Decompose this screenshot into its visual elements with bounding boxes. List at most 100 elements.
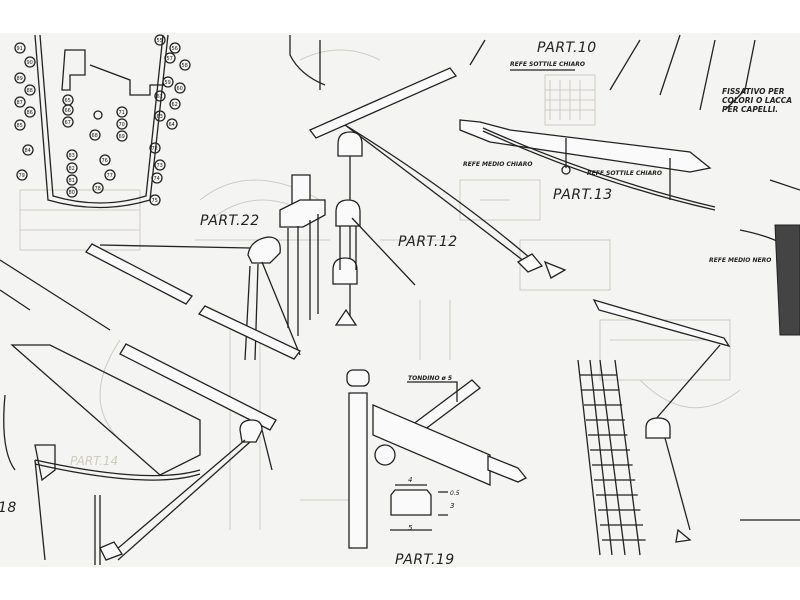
fissativo-line-3: PER CAPELLI. <box>722 105 778 114</box>
callout-number: 83 <box>69 153 75 159</box>
dim-height: 3 <box>450 502 454 510</box>
callout-bubble <box>14 42 26 54</box>
callout-bubble <box>116 130 128 142</box>
callout-bubble <box>24 56 36 68</box>
callout-number: 60 <box>177 86 183 92</box>
callout-number: 56 <box>172 46 178 52</box>
callout-number: 55 <box>157 38 163 44</box>
callout-number: 78 <box>95 186 101 192</box>
callout-number: 62 <box>172 102 178 108</box>
callout-bubble <box>24 84 36 96</box>
faint-background-drawings: PART.14 <box>19 49 741 530</box>
callout-number: 67 <box>65 120 71 126</box>
callout-bubble <box>24 106 36 118</box>
callout-number: 69 <box>119 134 125 140</box>
callout-bubble <box>14 96 26 108</box>
callout-number: 75 <box>152 198 158 204</box>
callout-number: 66 <box>65 108 71 114</box>
hull-deck-plan: 9190898887868584838281807965666768717069… <box>14 34 191 209</box>
callout-number: 65 <box>65 98 71 104</box>
callout-bubble <box>62 104 74 116</box>
callout-number: 72 <box>152 146 158 152</box>
callout-number: 70 <box>119 122 125 128</box>
callout-number: 80 <box>69 190 75 196</box>
callout-number: 84 <box>25 148 31 154</box>
callout-number: 68 <box>92 133 98 139</box>
refe-sottile-chiaro-label-2: REFE SOTTILE CHIARO <box>587 170 662 177</box>
callout-bubble <box>116 118 128 130</box>
part19-label: PART.19 <box>395 552 455 567</box>
callout-bubble <box>154 110 166 122</box>
callout-bubble <box>22 144 34 156</box>
callout-bubble <box>66 186 78 198</box>
part18-partial-label: 18 <box>0 500 17 516</box>
shroud-ladder-drawing <box>577 179 800 556</box>
callout-bubble <box>166 118 178 130</box>
callout-number: 91 <box>17 46 23 52</box>
refe-sottile-chiaro-label-1: REFE SOTTILE CHIARO <box>510 61 585 68</box>
callout-bubble <box>154 90 166 102</box>
tondino-label: TONDINO ø 5 <box>408 375 452 382</box>
rigging-plan-drawing: PART.14 91908988878685848382818079656667… <box>0 34 800 567</box>
callout-bubble <box>92 182 104 194</box>
callout-bubble <box>104 169 116 181</box>
callout-bubble <box>179 59 191 71</box>
callout-number: 79 <box>19 173 25 179</box>
part13-drawing <box>459 34 756 211</box>
callout-bubble <box>99 154 111 166</box>
part13-label: PART.13 <box>553 187 613 203</box>
callout-number: 61 <box>157 94 163 100</box>
callout-bubble <box>62 116 74 128</box>
callout-bubble <box>154 34 166 46</box>
callout-number: 76 <box>102 158 108 164</box>
callout-number: 71 <box>119 110 125 116</box>
part12-label: PART.12 <box>398 234 458 250</box>
callout-bubble <box>151 172 163 184</box>
callout-number: 89 <box>17 76 23 82</box>
callout-bubble <box>116 106 128 118</box>
callout-bubble <box>14 72 26 84</box>
callout-number: 77 <box>107 173 113 179</box>
callout-bubble <box>66 162 78 174</box>
callout-number: 88 <box>27 88 33 94</box>
refe-medio-nero-label: REFE MEDIO NERO <box>709 257 771 264</box>
part14-faint-label: PART.14 <box>70 454 118 468</box>
refe-medio-chiaro-label: REFE MEDIO CHIARO <box>463 161 533 168</box>
callout-number: 63 <box>157 114 163 120</box>
callout-bubble <box>164 52 176 64</box>
callout-bubble <box>174 82 186 94</box>
callout-number: 59 <box>165 80 171 86</box>
callout-number: 82 <box>69 166 75 172</box>
callout-number: 74 <box>154 176 160 182</box>
dim-chamfer: 0.5 <box>450 490 460 497</box>
callout-number: 81 <box>69 178 75 184</box>
callout-number: 58 <box>182 63 188 69</box>
part22-label: PART.22 <box>200 213 260 229</box>
fissativo-line-2: COLORI O LACCA <box>722 96 792 105</box>
part19-drawing: 4 0.5 3 5 TONDINO ø 5 <box>346 369 528 549</box>
part10-label: PART.10 <box>537 40 597 56</box>
dim-top: 4 <box>408 476 412 484</box>
part22-drawing <box>85 174 326 361</box>
callout-bubble <box>169 98 181 110</box>
callout-bubble <box>149 142 161 154</box>
callout-bubble <box>162 76 174 88</box>
callout-bubble <box>66 174 78 186</box>
callout-bubble <box>169 42 181 54</box>
callout-number: 85 <box>17 123 23 129</box>
callout-bubble <box>154 159 166 171</box>
callout-number: 64 <box>169 122 175 128</box>
part12-drawing <box>289 35 567 326</box>
callout-bubble <box>89 129 101 141</box>
callout-number: 57 <box>167 56 173 62</box>
callout-number: 73 <box>157 163 163 169</box>
dim-bottom: 5 <box>408 524 413 532</box>
callout-number: 90 <box>27 60 33 66</box>
callout-bubble <box>16 169 28 181</box>
callout-bubble <box>14 119 26 131</box>
hull-section-drawing: 18 <box>0 259 277 565</box>
callout-bubble <box>66 149 78 161</box>
callout-number: 87 <box>17 100 23 106</box>
fissativo-line-1: FISSATIVO PER <box>722 87 785 96</box>
